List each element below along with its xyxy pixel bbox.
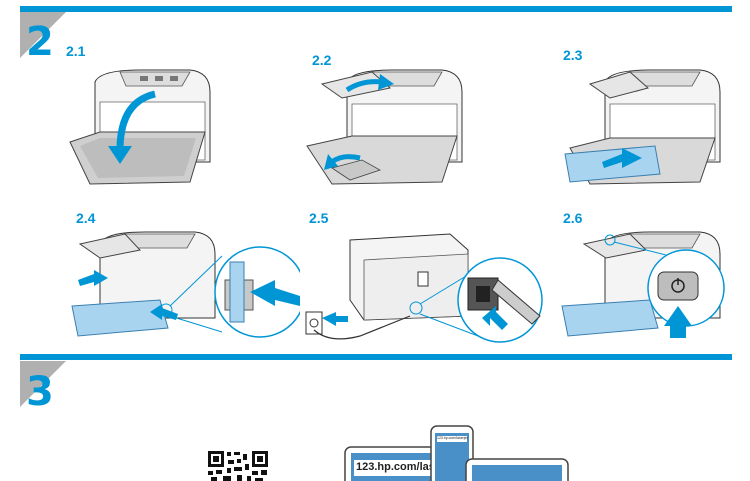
phone-device: [430, 425, 474, 481]
step-label-2-3: 2.3: [563, 47, 583, 63]
phone-url-label: 123.hp.com/laserjet: [437, 436, 468, 440]
illustration-open-tray: [69, 69, 211, 185]
illustration-load-paper: [564, 69, 721, 185]
step-2-number: 2: [26, 19, 54, 65]
section-2-divider: [20, 6, 732, 12]
illustration-connect-power: [305, 233, 543, 343]
power-icon: [671, 278, 685, 293]
step-label-2-6: 2.6: [563, 210, 583, 226]
qr-code-icon: [207, 450, 269, 481]
step-label-2-1: 2.1: [66, 43, 86, 59]
step-label-2-2: 2.2: [312, 52, 332, 68]
step-3-number: 3: [26, 369, 54, 415]
step-3-badge: [20, 361, 66, 407]
illustration-extend-trays: [306, 69, 463, 185]
tablet-device: [465, 458, 569, 481]
step-label-2-5: 2.5: [309, 210, 329, 226]
step-label-2-4: 2.4: [76, 210, 96, 226]
illustration-power-on: [561, 231, 725, 338]
step-2-badge: [20, 12, 66, 58]
section-3-divider: [20, 354, 732, 360]
illustration-adjust-guides: [71, 231, 300, 338]
